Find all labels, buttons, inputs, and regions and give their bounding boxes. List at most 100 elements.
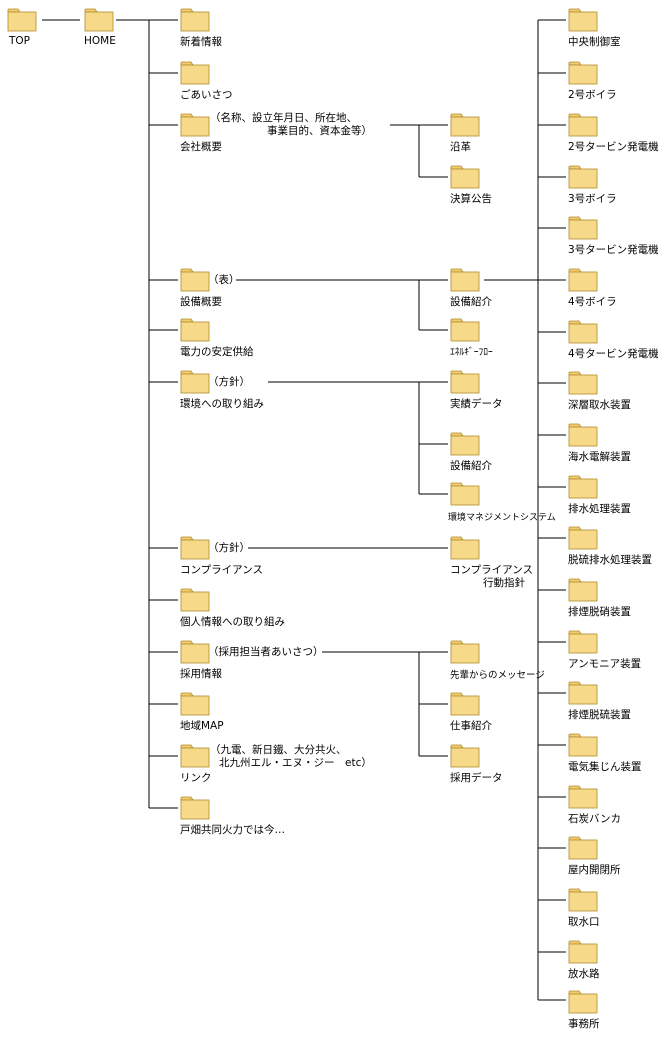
node-label: HOME [84, 35, 116, 47]
node-label: ｴﾈﾙｷﾞｰﾌﾛｰ [450, 347, 493, 358]
folder-icon [180, 692, 210, 716]
node-label: TOP [9, 35, 31, 47]
node-label: 先輩からのメッセージ [450, 670, 545, 681]
node-label: 排煙脱硝装置 [568, 606, 631, 618]
folder-icon [568, 888, 598, 912]
node-label: 環境への取り組み [180, 398, 264, 410]
folder-icon [450, 432, 480, 456]
folder-icon [450, 692, 480, 716]
node-label: 設備紹介 [450, 296, 492, 308]
node-label: 4号ボイラ [568, 296, 617, 308]
folder-icon [180, 640, 210, 664]
folder-icon [450, 165, 480, 189]
node-label: 実績データ [450, 398, 503, 410]
node-label: 仕事紹介 [450, 720, 492, 732]
node-label: 深層取水装置 [568, 399, 631, 411]
links-note-line2: 北九州エル・エヌ・ジー etc） [219, 757, 372, 769]
node-label: 沿革 [450, 141, 471, 153]
node-label: 取水口 [568, 916, 600, 928]
folder-icon [568, 61, 598, 85]
folder-icon [180, 744, 210, 768]
folder-icon [180, 61, 210, 85]
folder-icon [450, 113, 480, 137]
facilities-note: （表） [208, 274, 240, 286]
folder-icon [84, 8, 114, 32]
folder-icon [450, 268, 480, 292]
node-label: 屋内開閉所 [568, 864, 621, 876]
node-label: 脱硫排水処理装置 [568, 554, 652, 566]
node-label: 戸畑共同火力では今… [180, 824, 285, 836]
folder-icon [568, 8, 598, 32]
links-note-line1: （九電、新日鐵、大分共火、 [210, 744, 347, 756]
company-note-line2: 事業目的、資本金等） [267, 125, 372, 137]
folder-icon [568, 165, 598, 189]
node-label: 個人情報への取り組み [180, 616, 285, 628]
folder-icon [568, 940, 598, 964]
node-label: ごあいさつ [180, 89, 233, 101]
node-label: 中央制御室 [568, 36, 621, 48]
node-label: 地域MAP [180, 720, 224, 732]
folder-icon [180, 796, 210, 820]
folder-icon [568, 475, 598, 499]
node-label: 採用データ [450, 772, 503, 784]
node-label-line2: 行動指針 [483, 577, 525, 589]
node-label: 放水路 [568, 968, 600, 980]
node-label: アンモニア装置 [568, 658, 642, 670]
folder-icon [450, 744, 480, 768]
node-label: コンプライアンス [180, 564, 264, 576]
node-label: 4号タービン発電機 [568, 348, 659, 360]
folder-icon [568, 268, 598, 292]
folder-icon [568, 113, 598, 137]
node-label: 新着情報 [180, 36, 222, 48]
node-label: 会社概要 [180, 141, 222, 153]
folder-icon [180, 370, 210, 394]
node-label: 石炭バンカ [568, 813, 622, 825]
node-label-line1: コンプライアンス [450, 564, 534, 576]
folder-icon [568, 836, 598, 860]
recruit-note: （採用担当者あいさつ） [208, 646, 324, 658]
node-label: 3号タービン発電機 [568, 244, 659, 256]
folder-icon [568, 320, 598, 344]
folder-icon [7, 8, 37, 32]
folder-icon [450, 536, 480, 560]
compliance-note: （方針） [208, 542, 250, 554]
folder-icon [568, 990, 598, 1014]
folder-icon [568, 526, 598, 550]
folder-icon [180, 588, 210, 612]
folder-icon [180, 536, 210, 560]
folder-icon [180, 113, 210, 137]
company-note-line1: （名称、設立年月日、所在地、 [210, 112, 357, 124]
folder-icon [568, 733, 598, 757]
node-label: 3号ボイラ [568, 193, 617, 205]
folder-icon [568, 681, 598, 705]
node-label: 2号タービン発電機 [568, 141, 659, 153]
node-label: 設備紹介 [450, 460, 492, 472]
node-label: 2号ボイラ [568, 89, 617, 101]
node-label: リンク [180, 772, 212, 784]
node-label: 電力の安定供給 [180, 346, 254, 358]
environment-note: （方針） [208, 376, 250, 388]
node-label: 排水処理装置 [568, 503, 631, 515]
folder-icon [450, 370, 480, 394]
node-label: 海水電解装置 [568, 451, 631, 463]
folder-icon [450, 318, 480, 342]
node-label: 排煙脱硫装置 [568, 709, 631, 721]
node-label: 環境マネジメントシステム [448, 513, 556, 523]
node-label: 採用情報 [180, 668, 222, 680]
folder-icon [568, 630, 598, 654]
node-label: 設備概要 [180, 296, 222, 308]
folder-icon [568, 371, 598, 395]
folder-icon [568, 785, 598, 809]
node-label: 事務所 [568, 1018, 600, 1030]
folder-icon [450, 640, 480, 664]
node-label: 電気集じん装置 [568, 761, 642, 773]
folder-icon [180, 318, 210, 342]
folder-icon [450, 482, 480, 506]
folder-icon [180, 8, 210, 32]
node-label: 決算公告 [450, 193, 492, 205]
folder-icon [568, 578, 598, 602]
folder-icon [568, 423, 598, 447]
folder-icon [180, 268, 210, 292]
folder-icon [568, 216, 598, 240]
